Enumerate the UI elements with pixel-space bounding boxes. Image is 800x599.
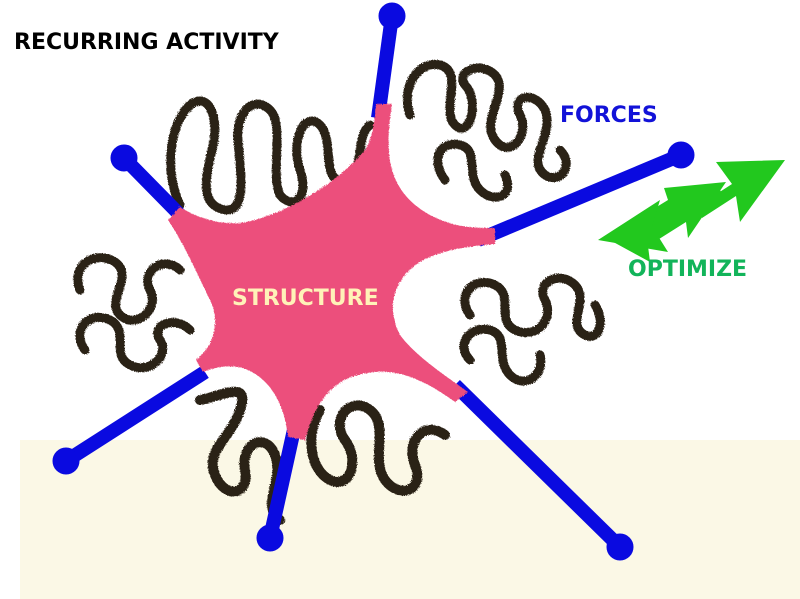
optimize-double-arrow	[598, 160, 785, 262]
squiggle-bottom	[195, 386, 450, 525]
force-arm-right-knob	[667, 141, 695, 169]
squiggle-top-right	[402, 59, 571, 202]
squiggle-left	[73, 253, 195, 373]
force-arm-lower-right-knob	[606, 533, 634, 561]
diagram-title: RECURRING ACTIVITY	[14, 30, 279, 55]
force-arm-lower-left	[62, 366, 209, 467]
paper-background	[20, 440, 800, 599]
force-arm-bottom	[263, 423, 302, 540]
squiggle-top-left	[166, 96, 375, 215]
force-arm-upper-left-knob	[110, 144, 138, 172]
force-arm-lower-right	[450, 380, 625, 552]
force-arm-top	[371, 15, 399, 119]
force-arm-top-knob	[378, 2, 406, 30]
structure-body	[168, 104, 495, 440]
optimize-label: OPTIMIZE	[628, 257, 748, 282]
optimize-arrow-head-right	[698, 160, 785, 222]
force-arm-lower-left-knob	[52, 447, 80, 475]
force-arm-bottom-knob	[256, 524, 284, 552]
optimize-arrow-head-left	[598, 190, 726, 252]
squiggle-right	[459, 273, 605, 386]
force-arm-right	[475, 148, 684, 247]
recurring-activity-squiggles	[73, 59, 605, 525]
forces-label: FORCES	[560, 103, 658, 128]
structure-label: STRUCTURE	[232, 286, 379, 311]
force-arms	[52, 2, 695, 561]
